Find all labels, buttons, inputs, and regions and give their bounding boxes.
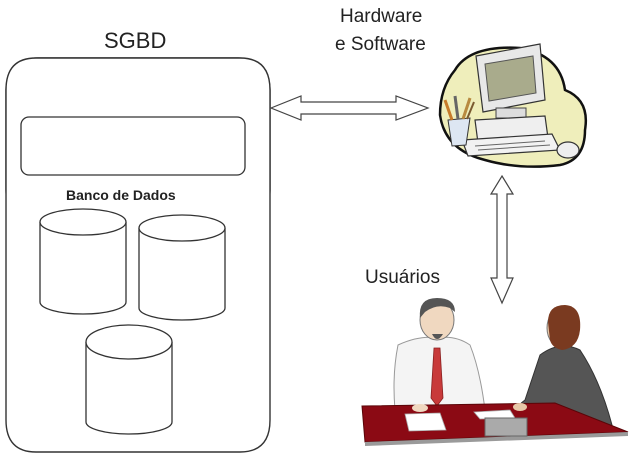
desk-edge: [365, 432, 628, 446]
double-arrow-hardware-users: [489, 174, 515, 305]
man-1-hair: [419, 298, 455, 318]
man-2-hair-beard: [548, 305, 581, 350]
man-1-beard: [432, 334, 443, 339]
database-cylinder-3: [85, 324, 173, 435]
double-arrow-sgbd-hardware: [269, 95, 430, 121]
database-cylinder-2: [138, 214, 226, 321]
man-1-tie: [430, 347, 444, 407]
sgbd-outline: [5, 57, 271, 453]
hardware-label: Hardware: [340, 6, 423, 27]
sgbd-label: SGBD: [104, 28, 167, 53]
sgbd-software-panel: [20, 116, 246, 176]
database-group-label: Banco de Dados: [66, 187, 176, 203]
monitor-screen: [484, 55, 537, 102]
mouse: [556, 141, 580, 159]
monitor-stand: [495, 107, 527, 119]
pencil-cup: [447, 117, 471, 147]
database-cylinder-1: [39, 208, 127, 315]
paper-1: [404, 412, 447, 432]
software-label: e Software: [335, 34, 426, 55]
calculator-device: [484, 417, 528, 437]
computer-with-tools-icon: [438, 43, 588, 168]
two-people-at-desk-icon: [361, 298, 629, 446]
users-label: Usuários: [365, 267, 440, 288]
